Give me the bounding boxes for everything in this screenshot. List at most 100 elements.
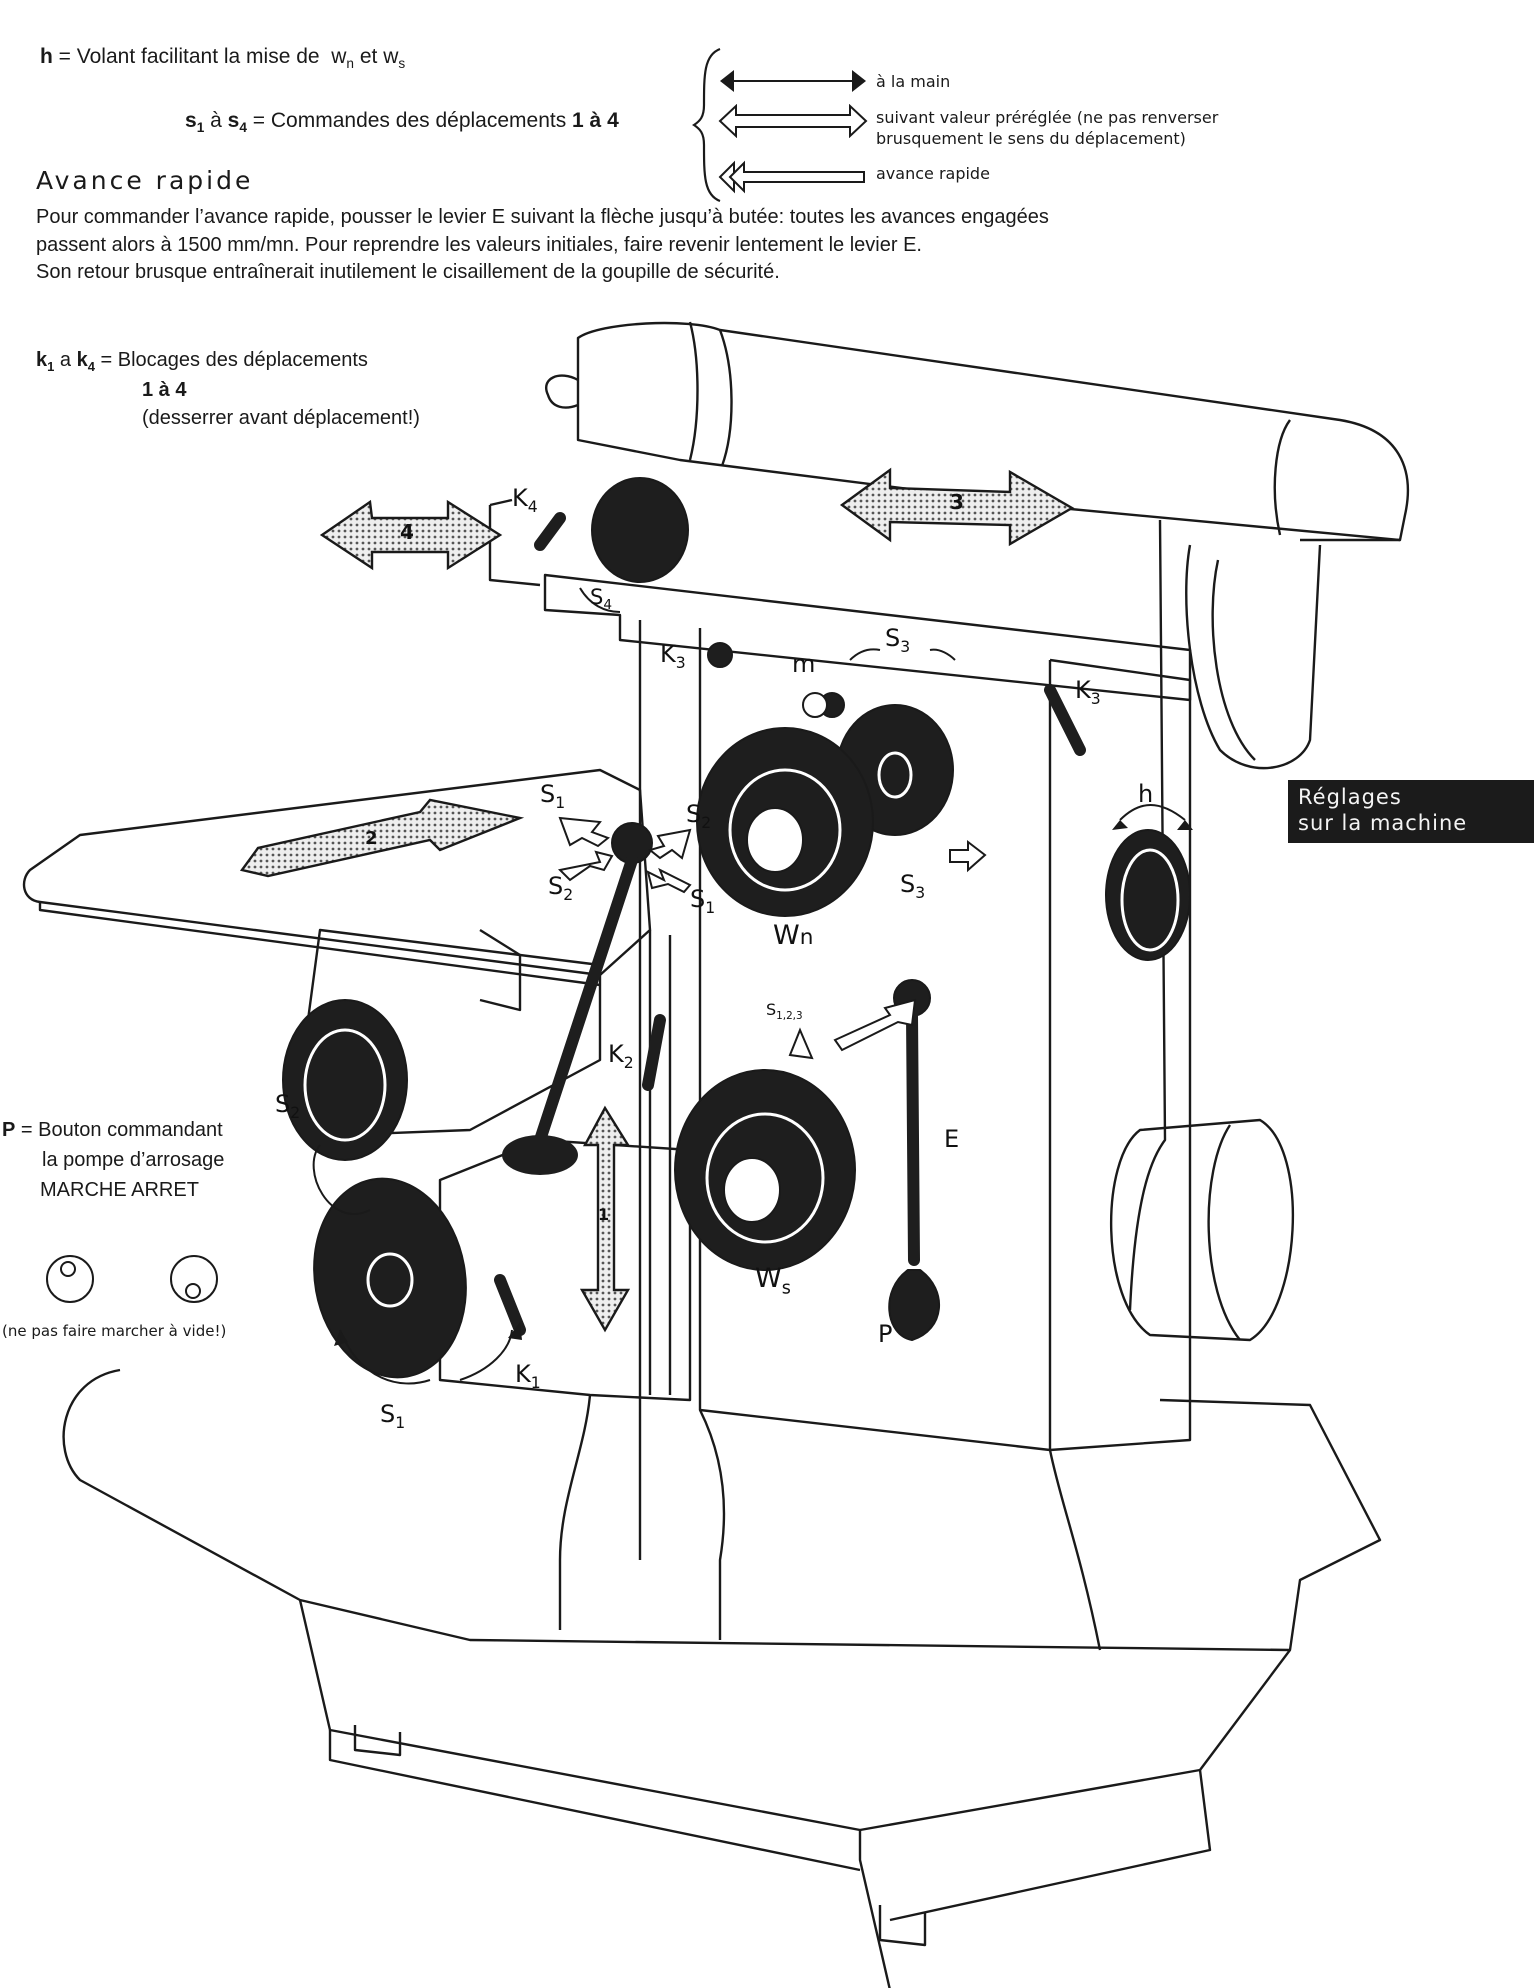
- lever-k2: [642, 1014, 666, 1091]
- work-table: [22, 768, 652, 977]
- label-s1-right: S1: [690, 885, 715, 917]
- arrow-label-preset-line2: brusquement le sens du déplacement): [876, 128, 1186, 148]
- k1-sub: 1: [47, 359, 55, 374]
- a-text: à: [210, 109, 222, 132]
- p-key: P: [2, 1119, 16, 1141]
- label-text: S: [686, 800, 702, 828]
- label-s2-right: S2: [686, 800, 711, 832]
- motor: [1110, 1118, 1295, 1342]
- label-text: S: [548, 872, 564, 900]
- label-subscript: 4: [603, 597, 613, 614]
- s1-key: s: [185, 109, 197, 132]
- label-k2: K2: [608, 1040, 634, 1072]
- label-subscript: 3: [900, 637, 911, 656]
- label-text: S: [380, 1400, 396, 1428]
- label-text: S: [540, 780, 556, 808]
- pump-off-icon: [170, 1255, 218, 1303]
- s4-sub: 4: [239, 120, 247, 136]
- section-badge-line1: Réglages: [1298, 785, 1402, 809]
- lever-k4: [534, 512, 566, 551]
- s4-key: s: [227, 109, 240, 132]
- pump-on-icon: [46, 1255, 94, 1303]
- k1-key: k: [36, 349, 48, 371]
- lever-k3: [1044, 684, 1086, 756]
- label-text: K: [660, 640, 676, 668]
- label-text: W: [755, 1263, 782, 1294]
- lever-s12-base: [502, 1135, 578, 1175]
- lever-s12-shaft: [534, 854, 638, 1146]
- p-line1: = Bouton commandant: [20, 1119, 223, 1141]
- label-k1: K1: [515, 1360, 541, 1392]
- label-text: S: [275, 1090, 291, 1118]
- label-text: K: [512, 484, 528, 512]
- label-k3-right: K3: [1075, 676, 1101, 708]
- label-s2-wheel: S2: [275, 1090, 300, 1122]
- section-badge: Réglages sur la machine: [1288, 780, 1534, 843]
- k-note: (desserrer avant déplacement!): [142, 407, 420, 429]
- label-m: m: [792, 650, 816, 678]
- label-text: S: [690, 885, 706, 913]
- rapid-feed-line-3: Son retour brusque entraînerait inutilem…: [36, 261, 780, 284]
- hollow-double-arrow-icon: [718, 104, 868, 138]
- label-text: K: [515, 1360, 531, 1388]
- p-line2: la pompe d’arrosage: [42, 1149, 225, 1171]
- label-text: S: [590, 585, 604, 609]
- label-s3-top: S3: [885, 624, 910, 656]
- movement-arrow-4: [319, 499, 503, 571]
- k4-sub: 4: [87, 359, 95, 374]
- knee: [438, 1138, 692, 1402]
- label-subscript: 3: [1090, 689, 1101, 708]
- label-text: S: [766, 1000, 777, 1019]
- label-subscript: 1: [530, 1373, 541, 1392]
- rapid-feed-arrow-icon: [718, 160, 865, 194]
- rapid-feed-heading: Avance rapide: [36, 166, 254, 195]
- wn-sub: n: [346, 56, 355, 72]
- legend-brace: [692, 47, 721, 203]
- label-move-2: 2: [365, 828, 378, 849]
- label-k4: K4: [512, 484, 538, 516]
- p-note: (ne pas faire marcher à vide!): [2, 1322, 227, 1340]
- lever-e-shaft: [906, 1009, 920, 1266]
- s-range: 1 à 4: [572, 109, 619, 132]
- lever-p: [888, 1269, 941, 1342]
- label-subscript: 2: [623, 1053, 634, 1072]
- label-subscript: 3: [675, 653, 686, 672]
- k4-key: k: [76, 349, 88, 371]
- handwheel-s1: [313, 1177, 467, 1379]
- s-text: = Commandes des déplacements: [252, 109, 567, 132]
- label-move-1: 1: [598, 1205, 610, 1224]
- legend-p-definition: P = Bouton commandant: [2, 1118, 223, 1143]
- label-text: W: [773, 920, 800, 951]
- rapid-feed-line-2: passent alors à 1500 mm/mn. Pour reprend…: [36, 233, 922, 256]
- label-s1-wheel: S1: [380, 1400, 405, 1432]
- label-subscript: 2: [563, 885, 574, 904]
- wn-key: w: [331, 45, 347, 68]
- label-s2-left: S2: [548, 872, 573, 904]
- label-subscript: 4: [527, 497, 538, 516]
- label-s1-top: S1: [540, 780, 565, 812]
- rapid-feed-line-1: Pour commander l’avance rapide, pousser …: [36, 206, 1049, 228]
- label-subscript: 2: [701, 813, 712, 832]
- label-subscript: 1: [555, 793, 566, 812]
- arrow-label-preset-line1: suivant valeur préréglée (ne pas renvers…: [876, 108, 1219, 127]
- label-move-4: 4: [400, 520, 414, 544]
- ws-sub: s: [398, 56, 406, 72]
- label-p: P: [878, 1320, 893, 1348]
- label-e: E: [944, 1125, 960, 1153]
- pump-state-icons: [46, 1255, 218, 1303]
- k-range: 1 à 4: [142, 379, 187, 401]
- arrow-label-rapid: avance rapide: [876, 164, 990, 183]
- handwheel-s4: [591, 477, 689, 583]
- label-subscript: s: [781, 1278, 791, 1299]
- p-states: MARCHE ARRET: [40, 1179, 199, 1201]
- arrow-label-preset: suivant valeur préréglée (ne pas renvers…: [876, 108, 1218, 150]
- lever-k1: [494, 1274, 526, 1336]
- label-move-3: 3: [950, 490, 964, 514]
- overarm: [576, 321, 1409, 542]
- label-text: S: [900, 870, 916, 898]
- label-subscript: 1,2,3: [776, 1010, 803, 1023]
- movement-arrow-2: [239, 798, 525, 878]
- section-badge-line2: sur la machine: [1298, 811, 1468, 836]
- label-text: S: [885, 624, 901, 652]
